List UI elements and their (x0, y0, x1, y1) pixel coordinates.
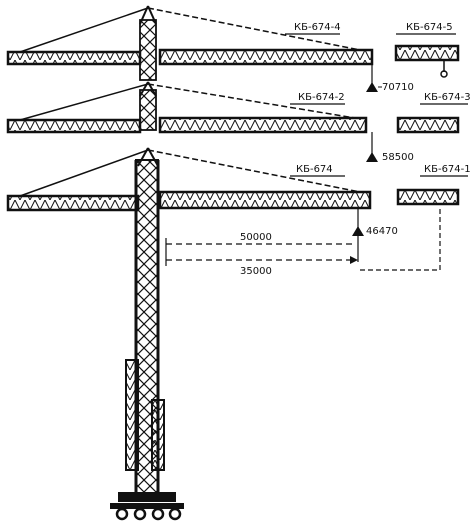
height-dimension-middle: 58500 (382, 152, 414, 163)
label-kb674-3: КБ-674-3 (424, 92, 471, 103)
height-dimension-lower: 46470 (366, 226, 398, 237)
reach-dimensions (165, 238, 358, 266)
crane-tier-top (6, 7, 460, 92)
tower-mast (110, 5, 184, 521)
label-kb674-4: КБ-674-4 (294, 22, 341, 33)
reach-dimension-long: 50000 (240, 232, 272, 243)
label-kb674-5: КБ-674-5 (406, 22, 453, 33)
label-kb674-2: КБ-674-2 (298, 92, 345, 103)
label-kb674: КБ-674 (296, 164, 333, 175)
reach-dimension-short: 35000 (240, 266, 272, 277)
label-kb674-1: КБ-674-1 (424, 164, 471, 175)
crane-tier-middle (6, 83, 468, 162)
crane-tier-lower (6, 149, 468, 271)
height-dimension-top: 70710 (382, 82, 414, 93)
